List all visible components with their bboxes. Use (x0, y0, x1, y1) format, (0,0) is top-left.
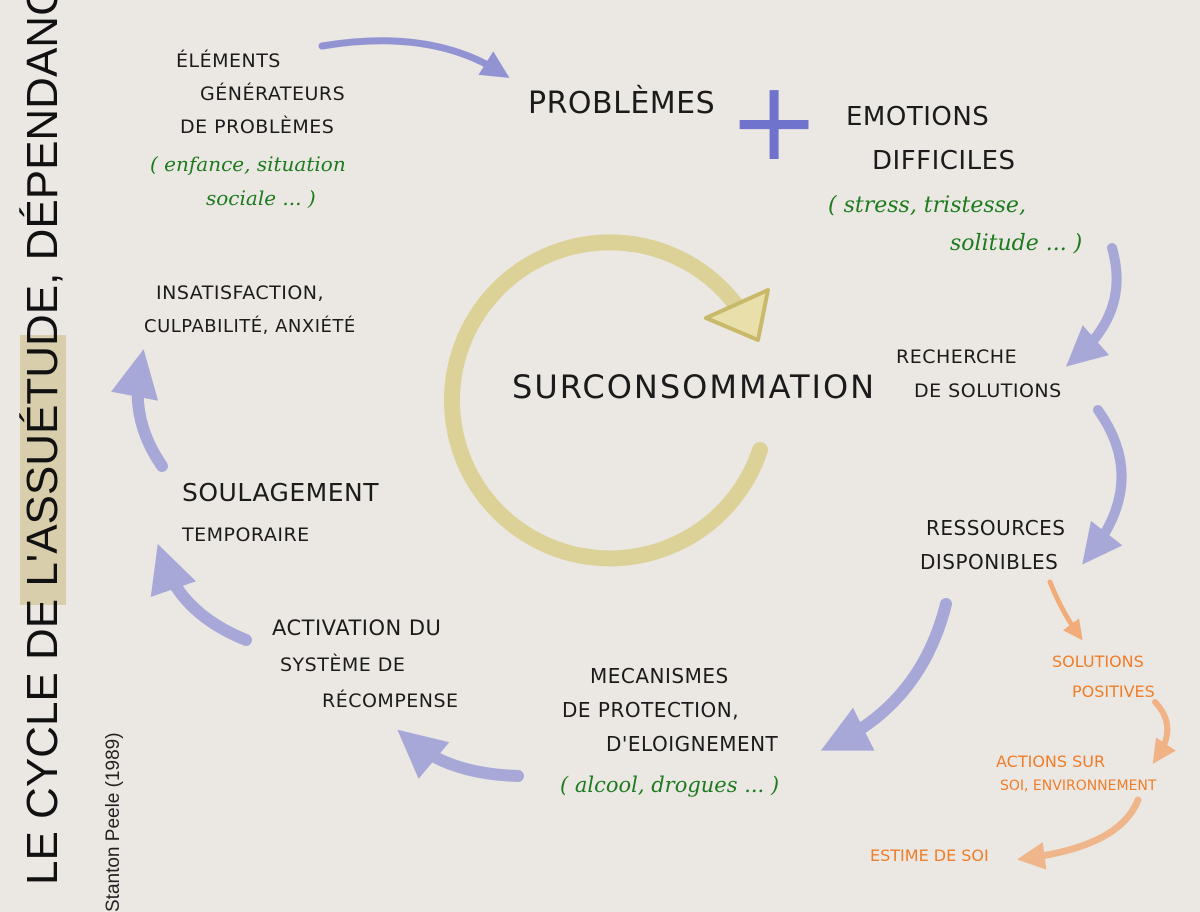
node-estime-de-soi: Estime de soi (870, 846, 989, 865)
arrow-soulagement-to-insatisfaction (111, 349, 168, 472)
mecanismes-line3: d'eloignement (606, 732, 779, 756)
center-label: SURCONSOMMATION (512, 368, 877, 406)
emotions-line1: Emotions (846, 102, 990, 132)
arrow-ressources-to-mecanismes (820, 598, 952, 751)
node-problemes: Problèmes (528, 86, 716, 121)
author-credit: Stanton Peele (1989) (103, 732, 124, 912)
title-block: LE CYCLE DE L'ASSUÉTUDE, DÉPENDANCE (18, 0, 88, 895)
activation-line1: Activation du (272, 616, 442, 640)
elements-note1: ( enfance, situation (150, 152, 346, 176)
activation-line3: récompense (322, 690, 459, 712)
insatisfaction-line1: Insatisfaction, (156, 282, 325, 304)
center-cycle-arrow (444, 234, 768, 567)
arrow-recherche-to-ressources (1082, 405, 1127, 565)
soulagement-line1: Soulagement (182, 478, 380, 507)
diagram-title: LE CYCLE DE L'ASSUÉTUDE, DÉPENDANCE (18, 0, 67, 885)
activation-line2: système de (280, 654, 406, 676)
arrow-ressources-to-solutions (1047, 579, 1083, 641)
ressources-line2: disponibles (920, 550, 1059, 574)
emotions-note1: ( stress, tristesse, (828, 193, 1026, 218)
arrow-activation-to-soulagement (150, 543, 252, 646)
arrow-emotions-to-recherche (1066, 243, 1122, 367)
emotions-line2: difficiles (872, 146, 1016, 176)
arrow-elements-to-problemes (318, 37, 510, 78)
mecanismes-line2: de protection, (562, 698, 740, 722)
insatisfaction-line2: culpabilité, anxiété (144, 316, 356, 337)
emotions-note2: solitude ... ) (950, 231, 1083, 256)
solutions-line1: Solutions (1052, 652, 1144, 671)
ressources-line1: Ressources (926, 516, 1066, 540)
mecanismes-note1: ( alcool, drogues ... ) (560, 773, 780, 797)
soulagement-line2: temporaire (182, 524, 310, 546)
recherche-line2: de solutions (914, 380, 1062, 402)
arrow-solutions-to-actions (1152, 699, 1176, 764)
mecanismes-line1: Mecanismes (590, 664, 729, 688)
elements-line1: Éléments (176, 50, 281, 72)
elements-note2: sociale ... ) (206, 186, 316, 210)
elements-line2: générateurs (200, 83, 346, 105)
plus-sign: + (728, 57, 821, 185)
arrow-mecanismes-to-activation (397, 729, 524, 782)
actions-line2: soi, environnement (1000, 778, 1157, 794)
center-cycle-arrowhead (704, 288, 770, 342)
elements-line3: de problèmes (180, 116, 335, 138)
arrow-actions-to-estime (1016, 796, 1142, 870)
recherche-line1: Recherche (896, 346, 1018, 368)
solutions-line2: positives (1072, 682, 1155, 701)
actions-line1: Actions sur (996, 752, 1106, 771)
